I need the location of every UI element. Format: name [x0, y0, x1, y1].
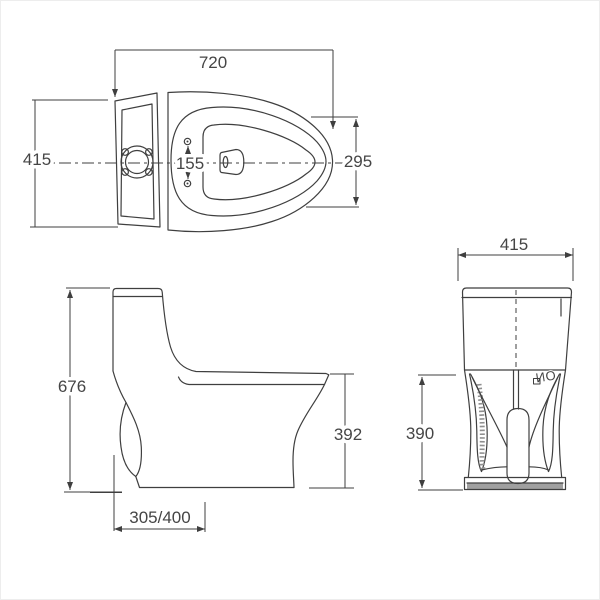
side-view: 676 392 305/400	[54, 287, 366, 532]
bowl-outer-outline	[167, 91, 334, 233]
rear-side-right	[558, 369, 567, 479]
side-trapway-bulge	[119, 401, 143, 489]
dim-rough-in: 305/400	[90, 455, 206, 532]
side-back-curve	[112, 370, 127, 404]
dim-rim-height: 392	[309, 373, 366, 489]
side-body-outline	[112, 287, 330, 489]
side-seat-underside	[177, 376, 326, 386]
dim-seat-width: 295	[306, 116, 376, 208]
rear-tank-outline	[461, 287, 573, 371]
dim-overall-depth: 415	[19, 99, 118, 228]
rear-view: ON 415 390	[402, 232, 574, 491]
dim-label-rough-in: 305/400	[129, 508, 190, 527]
rear-bowl-arcs	[471, 376, 559, 471]
seat-opening	[202, 123, 316, 201]
tank-top-outline	[114, 92, 161, 228]
dim-label-tank-width: 415	[500, 235, 528, 254]
seat-ring	[170, 106, 327, 217]
dim-tank-width: 415	[457, 232, 574, 281]
brand-mark: ON	[533, 366, 558, 387]
dim-label-rim-height: 392	[334, 425, 362, 444]
dim-label-overall-length: 720	[199, 53, 227, 72]
brand-mark-text: ON	[534, 367, 557, 385]
water-spud	[219, 148, 245, 176]
flush-button	[120, 145, 154, 179]
tank-lid-inner	[120, 103, 155, 220]
dim-label-hole-spacing: 155	[176, 154, 204, 173]
rear-side-left	[463, 369, 472, 479]
top-view: 155 720 415 295	[19, 49, 376, 233]
dim-label-overall-depth: 415	[23, 150, 51, 169]
seat-mounting-holes	[183, 137, 192, 188]
rear-right-leaf	[542, 373, 562, 473]
dim-label-seat-width: 295	[344, 152, 372, 171]
dim-overall-height: 676	[54, 287, 122, 493]
rear-flush-valve-lines	[512, 369, 520, 410]
dim-label-overall-height: 676	[58, 377, 86, 396]
brand-mark-square	[533, 378, 541, 385]
dim-overall-length: 720	[112, 49, 336, 129]
dim-bowl-height: 390	[402, 374, 463, 491]
dim-label-bowl-height: 390	[406, 424, 434, 443]
rear-trapway-capsule	[506, 407, 530, 485]
